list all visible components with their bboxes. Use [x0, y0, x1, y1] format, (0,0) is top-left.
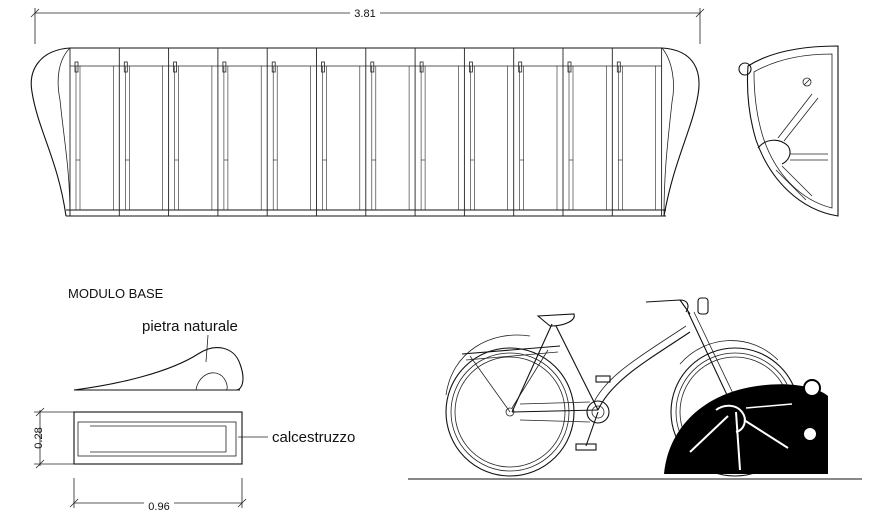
- module-height-dimension-line: [34, 407, 74, 469]
- rack-slot: [123, 61, 163, 210]
- module-title: MODULO BASE: [68, 286, 164, 301]
- module-width-dimension: 0.96: [148, 501, 169, 513]
- stone-label: pietra naturale: [142, 318, 238, 335]
- top-width-dimension: 3.81: [354, 8, 375, 20]
- rack-slot: [370, 61, 410, 210]
- rack-slot: [74, 61, 114, 210]
- rack-slot: [468, 61, 509, 210]
- rack-slot: [321, 61, 361, 210]
- rack-side-view: [738, 45, 839, 217]
- rack-slot: [222, 61, 262, 210]
- rack-slot: [271, 61, 311, 210]
- rack-slot: [567, 61, 607, 210]
- rack-slot: [173, 61, 213, 210]
- concrete-module: [73, 411, 268, 465]
- concrete-label: calcestruzzo: [272, 429, 355, 446]
- rack-slot: [518, 61, 558, 210]
- rack-modules: [69, 48, 663, 216]
- rack-top-view: [30, 47, 700, 217]
- rack-slot: [419, 61, 459, 210]
- stone-profile: [73, 334, 244, 391]
- rack-with-bicycle: [664, 379, 828, 474]
- rack-slot: [616, 61, 656, 210]
- module-height-dimension: 0.28: [33, 427, 45, 448]
